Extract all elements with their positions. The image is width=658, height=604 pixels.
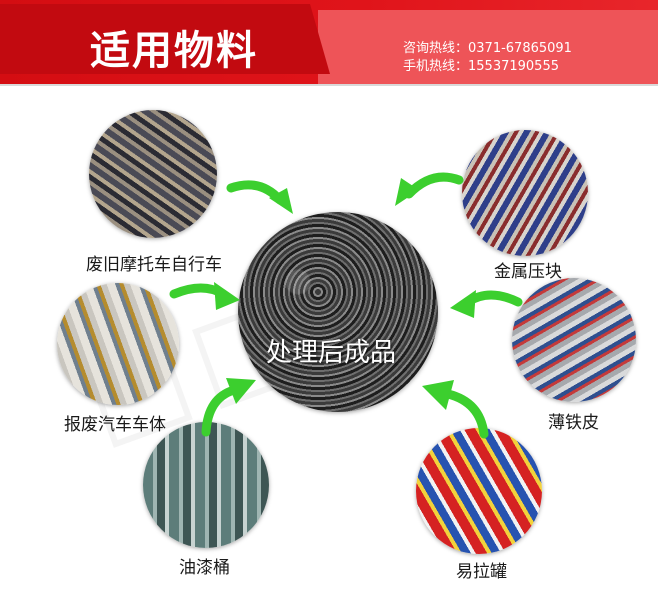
- finished-product-label: 处理后成品: [266, 338, 397, 368]
- scrap-motorcycle-bicycle-label: 废旧摩托车自行车: [86, 255, 222, 275]
- metal-bale-label: 金属压块: [494, 262, 562, 282]
- paint-bucket-label: 油漆桶: [179, 558, 230, 578]
- arrow-bottom-left-icon: [201, 378, 256, 437]
- can-label: 易拉罐: [456, 562, 507, 582]
- arrow-top-right-icon: [395, 172, 464, 206]
- hotline-text: 咨询热线：0371-67865091: [403, 41, 572, 56]
- header-banner: 适用物料 咨询热线：0371-67865091 手机热线：15537190555: [0, 0, 658, 86]
- paint-bucket-image: [143, 422, 269, 548]
- thin-iron-sheet-image: [512, 278, 636, 402]
- arrow-middle-left-icon: [169, 282, 240, 310]
- scrapped-car-body-label: 报废汽车车体: [64, 415, 166, 435]
- scrapped-car-body-image: [57, 283, 179, 405]
- header-divider: [0, 84, 658, 86]
- arrow-top-left-icon: [226, 180, 293, 214]
- finished-product-image: [238, 212, 438, 412]
- page-title: 适用物料: [90, 28, 258, 74]
- arrow-middle-right-icon: [450, 290, 523, 318]
- arrow-bottom-right-icon: [422, 380, 489, 439]
- scrap-motorcycle-bicycle-image: [89, 110, 217, 238]
- mobile-hotline-text: 手机热线：15537190555: [403, 59, 559, 74]
- metal-bale-image: [462, 130, 588, 256]
- header-title-tab: [0, 4, 330, 74]
- thin-iron-sheet-label: 薄铁皮: [548, 413, 599, 433]
- header-contact-panel: [318, 10, 658, 86]
- can-image: [416, 428, 542, 554]
- contact-info: 咨询热线：0371-67865091 手机热线：15537190555: [403, 40, 572, 76]
